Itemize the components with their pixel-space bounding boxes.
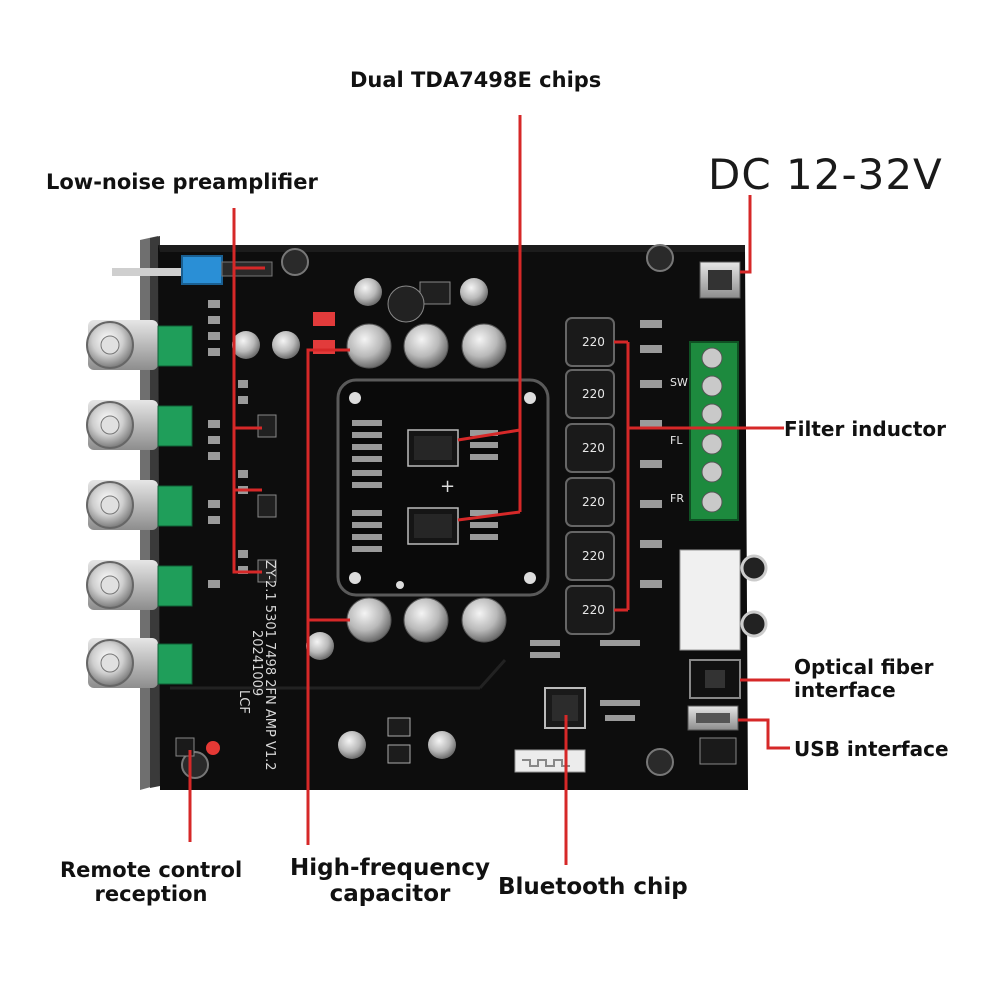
label-remote-line-2: reception (94, 882, 208, 907)
label-optical-line-1: Optical fiber (794, 655, 934, 679)
svg-text:220: 220 (582, 549, 605, 563)
label-remote-control-reception: Remote control reception (60, 858, 242, 906)
label-low-noise-preamplifier: Low-noise preamplifier (46, 170, 318, 194)
label-high-frequency-capacitor: High-frequency capacitor (290, 855, 490, 908)
leader-lines (188, 115, 790, 865)
label-optical-line-2: interface (794, 678, 896, 702)
bottom-capacitors (306, 597, 507, 764)
svg-text:220: 220 (582, 335, 605, 349)
label-capacitor-line-2: capacitor (329, 881, 451, 908)
tda7498e-chip-pair (407, 429, 459, 545)
svg-text:FL: FL (670, 434, 683, 447)
filter-inductors: 220 220 220 220 220 220 (565, 317, 615, 635)
label-capacitor-line-1: High-frequency (290, 855, 490, 881)
aux-connectors (679, 549, 768, 651)
label-optical-fiber-interface: Optical fiber interface (794, 656, 933, 702)
rca-input-jacks (86, 320, 158, 688)
label-bluetooth-chip: Bluetooth chip (498, 874, 688, 900)
label-filter-inductor: Filter inductor (784, 417, 946, 441)
board-silkscreen: ZY-2.1 5301 7498 2FN AMP V1.2 20241009 L… (236, 560, 277, 771)
top-capacitors (232, 278, 507, 369)
svg-text:LCF: LCF (236, 690, 251, 714)
volume-potentiometers (157, 325, 193, 685)
svg-text:220: 220 (582, 387, 605, 401)
dc-power-jack (699, 261, 741, 299)
svg-text:220: 220 (582, 441, 605, 455)
label-usb-interface: USB interface (794, 737, 949, 761)
svg-text:220: 220 (582, 603, 605, 617)
svg-text:SW: SW (670, 376, 688, 389)
optical-fiber-port (689, 659, 741, 699)
svg-text:FR: FR (670, 492, 684, 505)
label-dual-tda7498e-chips: Dual TDA7498E chips (350, 68, 602, 92)
svg-text:+: + (440, 476, 455, 497)
preamp-opamps (257, 281, 451, 583)
smd-components (208, 300, 662, 721)
label-dc-voltage: DC 12-32V (708, 150, 943, 199)
svg-text:ZY-2.1 5301 7498 2FN AMP V1.2: ZY-2.1 5301 7498 2FN AMP V1.2 (262, 560, 277, 771)
label-remote-line-1: Remote control (60, 858, 243, 882)
usb-port (687, 705, 739, 765)
svg-text:220: 220 (582, 495, 605, 509)
svg-text:20241009: 20241009 (249, 630, 264, 696)
speaker-terminal-block: SW FL FR (670, 341, 739, 521)
